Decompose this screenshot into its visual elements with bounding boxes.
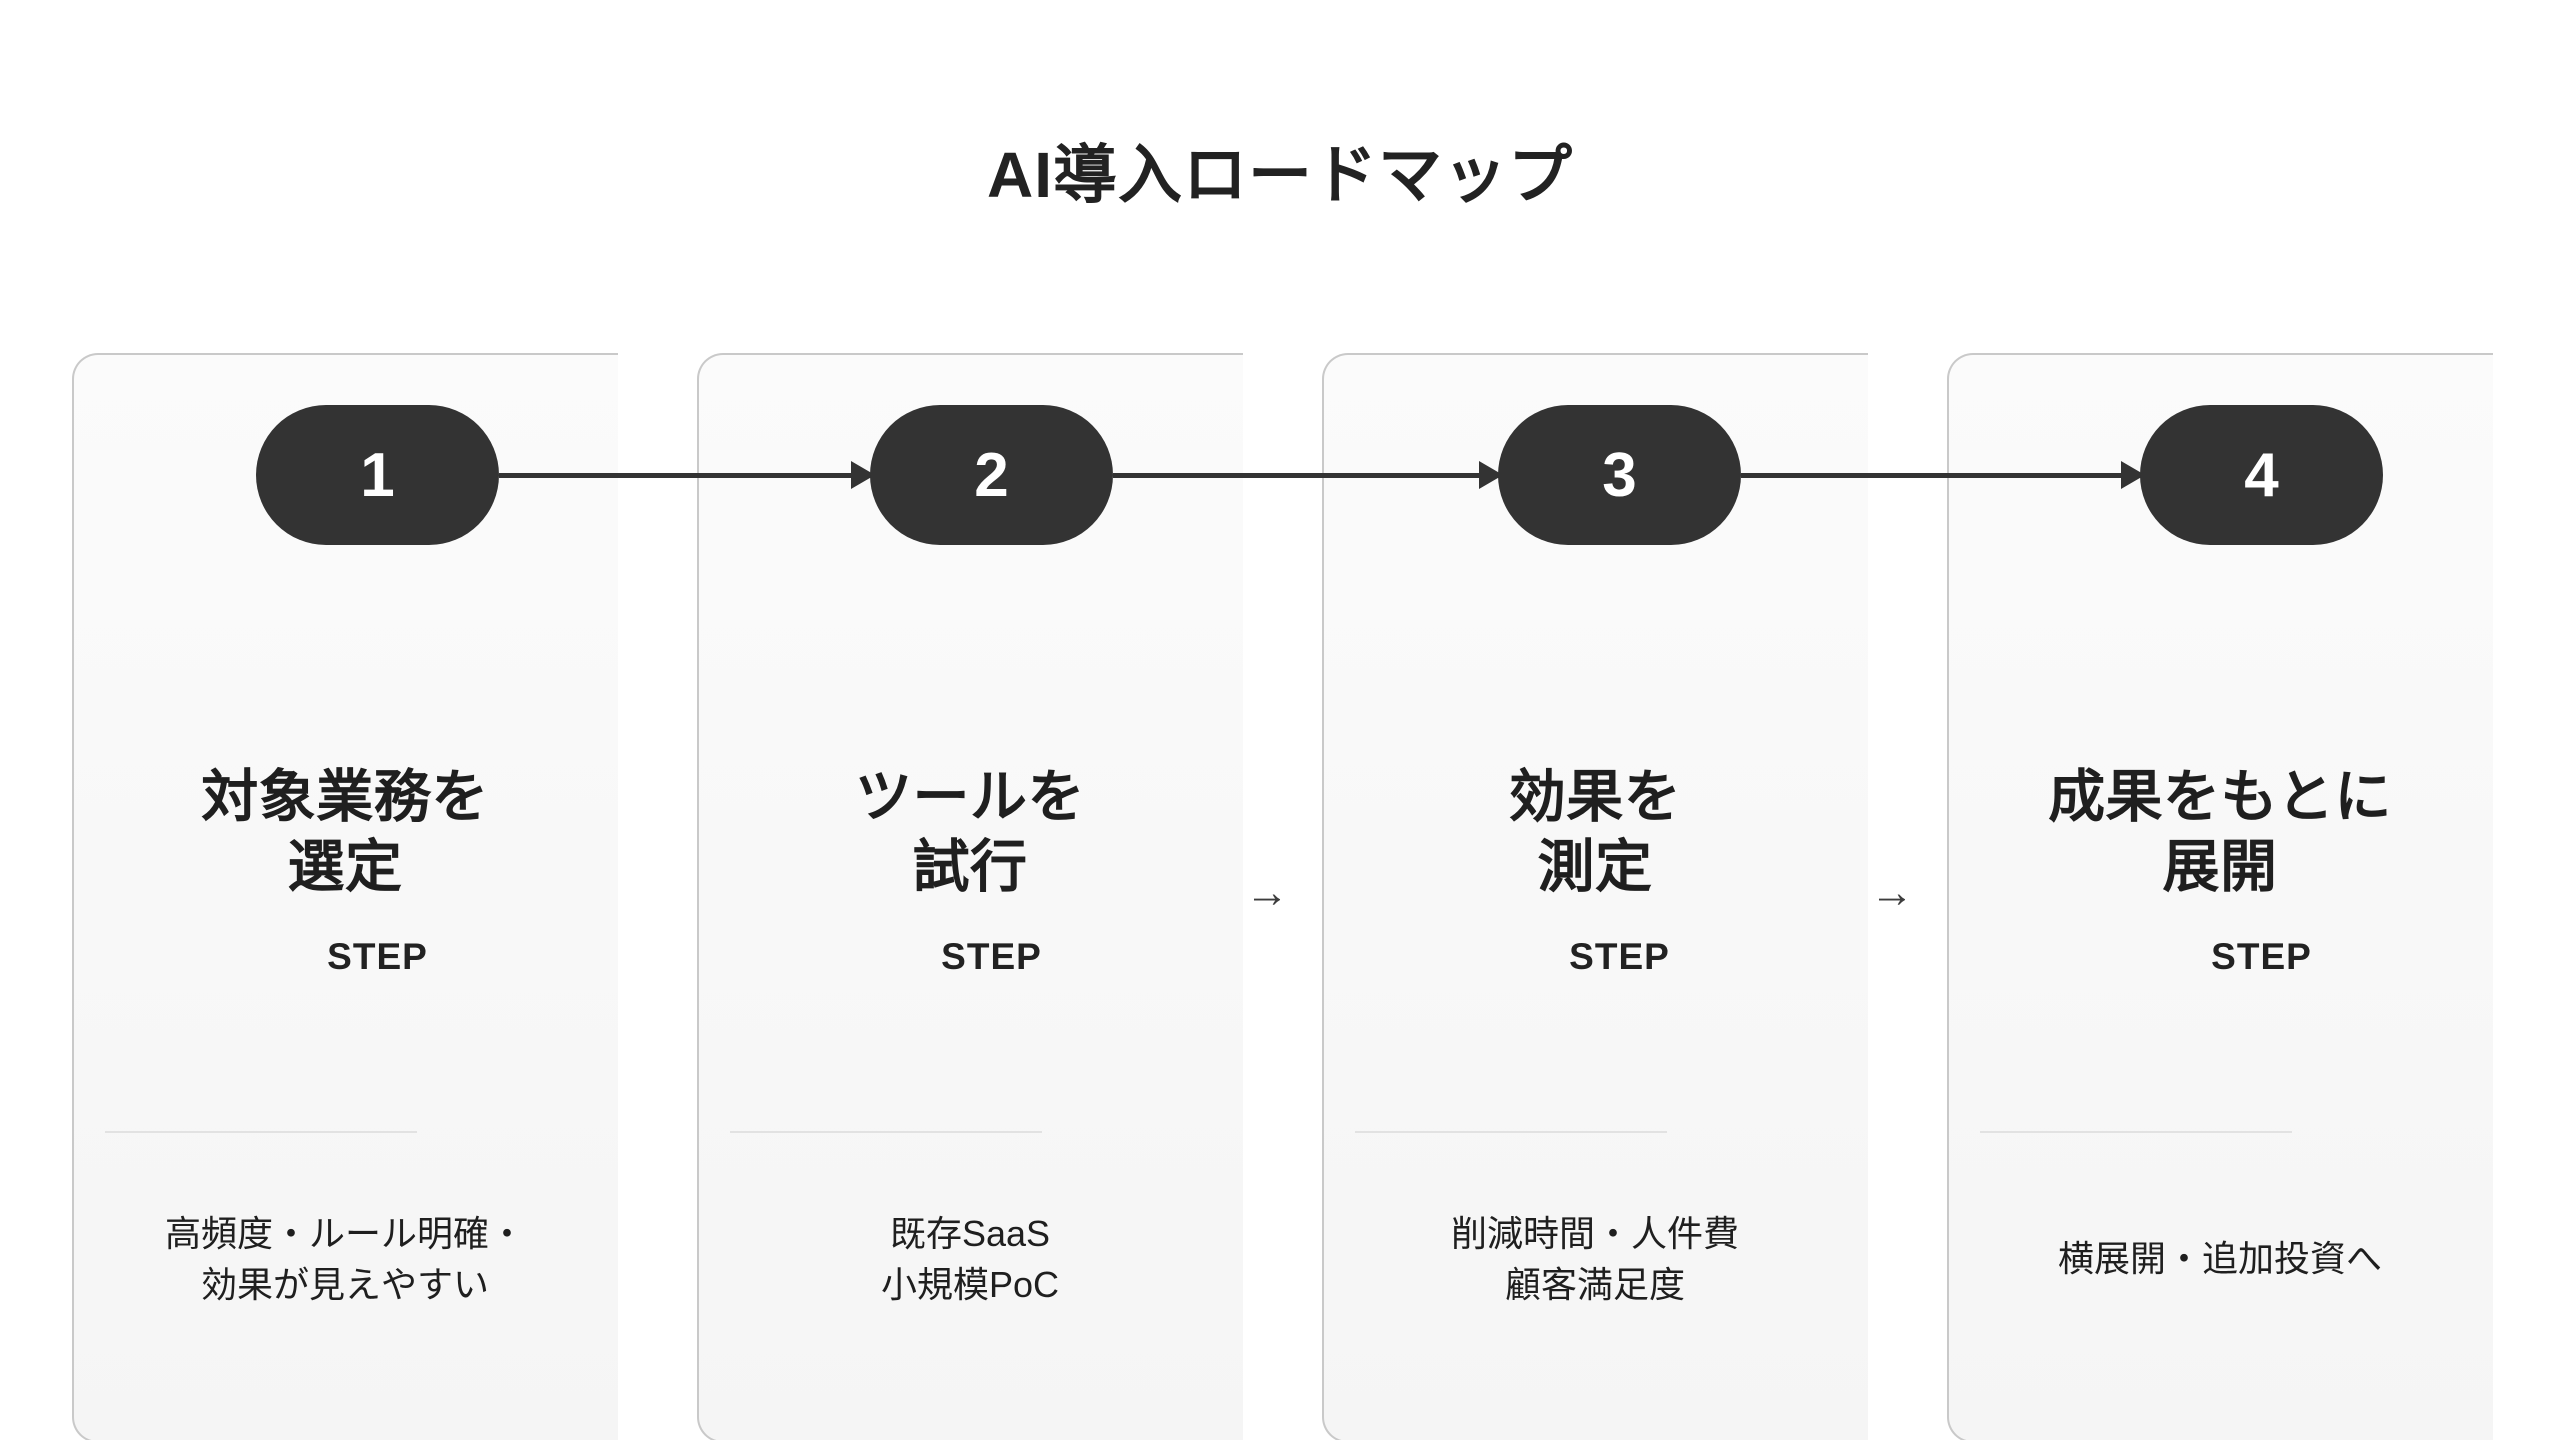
step-heading-1: 対象業務を 選定 — [72, 763, 618, 902]
step-note-1-line1: 高頻度・ルール明確・ — [164, 1213, 525, 1254]
step-number-badge-4: 4 — [2140, 405, 2383, 545]
step-label-4: STEP — [2211, 936, 2312, 977]
step-note-1: 高頻度・ルール明確・ 効果が見えやすい — [72, 1208, 618, 1310]
step-note-1-line2: 効果が見えやすい — [200, 1264, 489, 1306]
connector-arrow-1-to-2 — [499, 461, 875, 489]
step-heading-3-line1: 効果を — [1508, 765, 1682, 829]
step-note-4-line1: 横展開・追加投資へ — [2057, 1238, 2382, 1279]
roadmap-container: 1 2 3 4 STEP STEP STEP STEP 対象業務を 選定 ツール… — [0, 353, 2560, 1440]
step-heading-2-line1: ツールを — [855, 765, 1085, 829]
step-label-1: STEP — [327, 936, 428, 977]
step-heading-1-line1: 対象業務を — [201, 765, 489, 829]
step-heading-2-line2: 試行 — [912, 834, 1028, 899]
step-heading-1-line2: 選定 — [287, 834, 403, 899]
step-number-badge-2: 2 — [870, 405, 1113, 545]
inter-card-arrow-icon-3-to-4: → — [1870, 868, 1914, 917]
connector-arrow-3-to-4 — [1741, 461, 2145, 489]
step-heading-3-line2: 測定 — [1537, 834, 1653, 899]
card-divider-4 — [1980, 1131, 2292, 1133]
step-note-2: 既存SaaS 小規模PoC — [697, 1208, 1243, 1310]
step-note-2-line1: 既存SaaS — [889, 1213, 1051, 1254]
card-divider-1 — [105, 1131, 417, 1133]
inter-card-arrow-icon-2-to-3: → — [1245, 868, 1289, 917]
card-divider-3 — [1355, 1131, 1667, 1133]
step-heading-4-line2: 展開 — [2162, 834, 2278, 899]
step-note-3: 削減時間・人件費 顧客満足度 — [1322, 1208, 1868, 1310]
connector-arrow-2-to-3 — [1113, 461, 1503, 489]
step-note-3-line2: 顧客満足度 — [1504, 1264, 1685, 1306]
step-note-4: 横展開・追加投資へ — [1947, 1233, 2493, 1284]
step-note-3-line1: 削減時間・人件費 — [1450, 1213, 1739, 1254]
step-heading-2: ツールを 試行 — [697, 763, 1243, 902]
step-heading-4: 成果をもとに 展開 — [1947, 763, 2493, 902]
step-note-2-line2: 小規模PoC — [880, 1264, 1060, 1306]
step-label-2: STEP — [941, 936, 1042, 977]
step-label-3: STEP — [1569, 936, 1670, 977]
step-number-badge-1: 1 — [256, 405, 499, 545]
card-divider-2 — [730, 1131, 1042, 1133]
step-heading-4-line1: 成果をもとに — [2048, 765, 2392, 829]
step-number-badge-3: 3 — [1498, 405, 1741, 545]
step-heading-3: 効果を 測定 — [1322, 763, 1868, 902]
page-title: AI導入ロードマップ — [987, 139, 1573, 211]
